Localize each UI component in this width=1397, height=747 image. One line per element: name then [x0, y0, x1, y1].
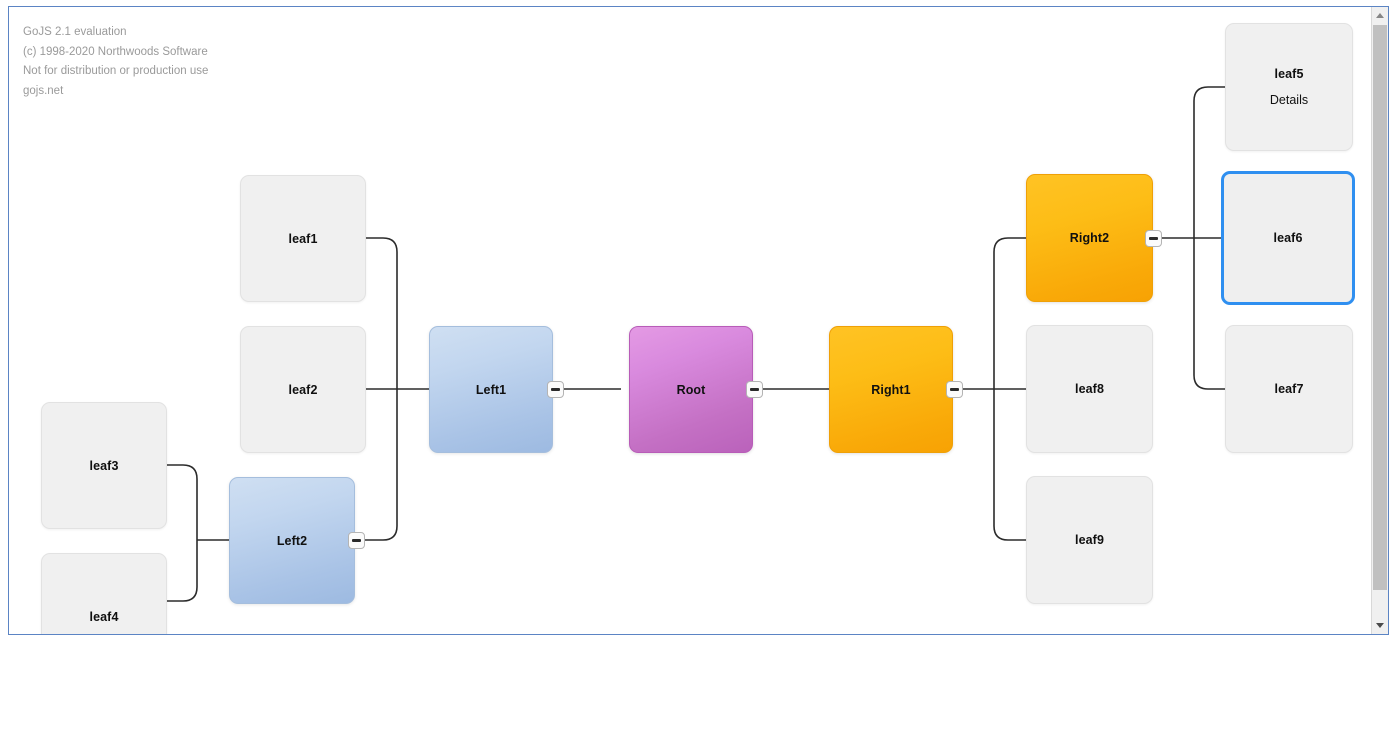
- collapse-button-left1[interactable]: [547, 381, 564, 398]
- link-left1-left2: [365, 389, 398, 541]
- node-left2[interactable]: Left2: [229, 477, 355, 604]
- minus-icon: [1149, 237, 1158, 240]
- node-leaf4-label: leaf4: [89, 609, 119, 624]
- horizontal-scroll-strip[interactable]: [8, 635, 1389, 638]
- minus-icon: [352, 539, 361, 542]
- node-leaf5-subtitle: Details: [1269, 93, 1309, 107]
- node-leaf4[interactable]: leaf4: [41, 553, 167, 634]
- link-left2-leaf3: [167, 464, 198, 540]
- diagram-canvas[interactable]: GoJS 2.1 evaluation (c) 1998-2020 Northw…: [9, 7, 1371, 634]
- chevron-down-icon: [1376, 623, 1384, 628]
- watermark-line-2: (c) 1998-2020 Northwoods Software: [23, 45, 208, 58]
- node-right2[interactable]: Right2: [1026, 174, 1153, 302]
- watermark-line-3: Not for distribution or production use: [23, 65, 209, 77]
- watermark-line-1: GoJS 2.1 evaluation: [23, 26, 127, 38]
- scrollbar-thumb[interactable]: [1373, 25, 1387, 590]
- node-leaf6-label: leaf6: [1273, 231, 1303, 245]
- node-leaf8-label: leaf8: [1075, 382, 1104, 396]
- node-leaf5[interactable]: leaf5 Details: [1225, 23, 1353, 151]
- node-left2-label: Left2: [276, 533, 308, 548]
- scroll-down-button[interactable]: [1372, 617, 1388, 634]
- vertical-scrollbar[interactable]: [1371, 7, 1388, 634]
- node-right2-label: Right2: [1069, 231, 1110, 245]
- minus-icon: [950, 388, 959, 391]
- node-leaf3[interactable]: leaf3: [41, 402, 167, 529]
- chevron-up-icon: [1376, 13, 1384, 18]
- node-leaf2-label: leaf2: [288, 382, 318, 397]
- scroll-up-button[interactable]: [1372, 7, 1388, 24]
- link-left2-leaf4: [167, 540, 198, 602]
- link-right1-leaf9: [993, 389, 1026, 541]
- node-leaf8[interactable]: leaf8: [1026, 325, 1153, 453]
- link-left1-leaf1: [366, 237, 398, 389]
- node-leaf7[interactable]: leaf7: [1225, 325, 1353, 453]
- gojs-watermark: GoJS 2.1 evaluation (c) 1998-2020 Northw…: [23, 23, 208, 101]
- minus-icon: [551, 388, 560, 391]
- node-leaf6[interactable]: leaf6: [1221, 171, 1355, 305]
- link-layer: [167, 86, 1225, 602]
- node-leaf9-label: leaf9: [1075, 533, 1104, 547]
- node-leaf5-label: leaf5: [1274, 67, 1304, 81]
- node-left1[interactable]: Left1: [429, 326, 553, 453]
- collapse-button-left2[interactable]: [348, 532, 365, 549]
- node-leaf1[interactable]: leaf1: [240, 175, 366, 302]
- node-right1[interactable]: Right1: [829, 326, 953, 453]
- node-root[interactable]: Root: [629, 326, 753, 453]
- node-leaf3-label: leaf3: [89, 458, 119, 473]
- node-leaf1-label: leaf1: [288, 231, 318, 246]
- minus-icon: [750, 388, 759, 391]
- node-right1-label: Right1: [871, 382, 911, 397]
- link-right1-right2: [993, 237, 1026, 389]
- collapse-button-root[interactable]: [746, 381, 763, 398]
- node-leaf7-label: leaf7: [1274, 382, 1304, 396]
- node-leaf9[interactable]: leaf9: [1026, 476, 1153, 604]
- node-left1-label: Left1: [475, 382, 507, 397]
- node-leaf2[interactable]: leaf2: [240, 326, 366, 453]
- collapse-button-right1[interactable]: [946, 381, 963, 398]
- collapse-button-right2[interactable]: [1145, 230, 1162, 247]
- watermark-line-4: gojs.net: [23, 84, 64, 97]
- diagram-container[interactable]: GoJS 2.1 evaluation (c) 1998-2020 Northw…: [8, 6, 1389, 635]
- node-root-label: Root: [676, 382, 706, 397]
